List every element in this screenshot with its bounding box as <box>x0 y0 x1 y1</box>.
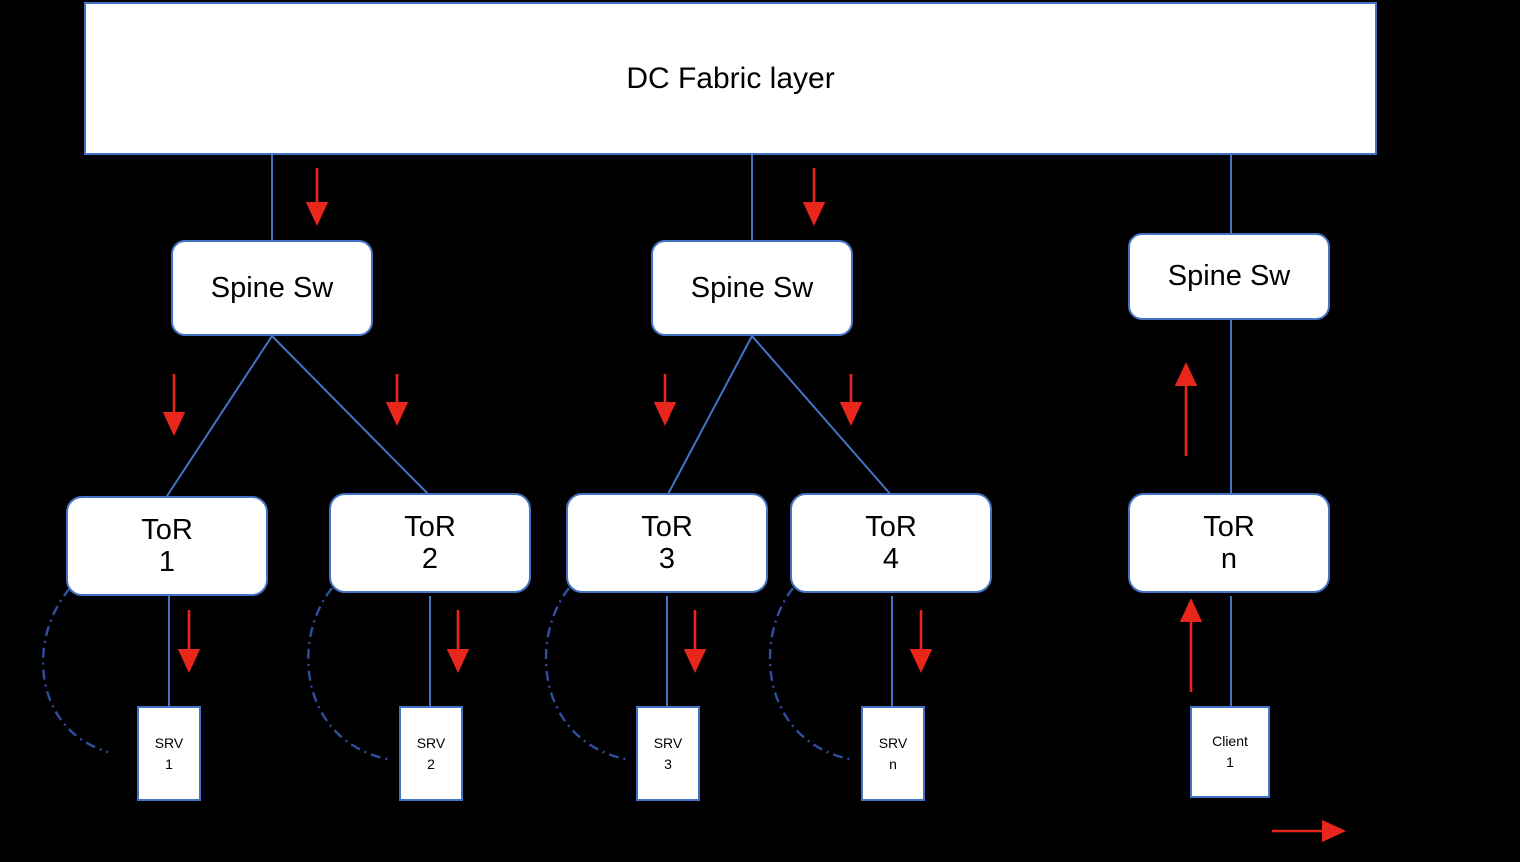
client-1-index: 1 <box>1226 754 1234 770</box>
server-3-label: SRV <box>653 734 683 751</box>
tor-switch-4-box[interactable]: ToR 4 <box>790 493 992 593</box>
spine-switch-n-label: Spine Sw <box>1167 260 1291 293</box>
spine-switch-1-box[interactable]: Spine Sw <box>171 240 373 336</box>
server-n-index: n <box>889 755 897 772</box>
fabric-to-spine-links <box>271 155 1232 240</box>
server-1-box[interactable]: SRV 1 <box>137 706 201 801</box>
server-3-index: 3 <box>664 755 672 772</box>
tor-switch-4-index: 4 <box>882 543 900 575</box>
tor-switch-2-index: 2 <box>421 543 439 575</box>
client-1-box[interactable]: Client 1 <box>1190 706 1270 798</box>
spine-switch-n-box[interactable]: Spine Sw <box>1128 233 1330 320</box>
server-3-box[interactable]: SRV 3 <box>636 706 700 801</box>
tor-switch-2-label: ToR <box>404 510 456 543</box>
server-n-label: SRV <box>878 734 908 751</box>
tor-switch-n-box[interactable]: ToR n <box>1128 493 1330 593</box>
dashed-loop-tor1-srv1 <box>41 587 109 754</box>
tor-switch-1-box[interactable]: ToR 1 <box>66 496 268 596</box>
tor-switch-n-index: n <box>1220 543 1238 575</box>
tor-switch-1-index: 1 <box>158 546 176 578</box>
server-2-index: 2 <box>427 755 435 772</box>
dc-fabric-layer-box[interactable]: DC Fabric layer <box>84 2 1377 155</box>
tor-switch-n-label: ToR <box>1203 510 1255 543</box>
link-spine2-tor3 <box>666 335 753 497</box>
tor-switch-3-label: ToR <box>641 510 693 543</box>
link-spine1-tor2 <box>271 335 431 497</box>
server-n-box[interactable]: SRV n <box>861 706 925 801</box>
upstream-flow-arrows <box>1174 362 1203 692</box>
dashed-loop-tor3-srv3 <box>544 587 631 762</box>
tor-switch-2-box[interactable]: ToR 2 <box>329 493 531 593</box>
link-spine1-tor1 <box>166 335 273 497</box>
tor-switch-1-label: ToR <box>141 513 193 546</box>
tor-switch-3-box[interactable]: ToR 3 <box>566 493 768 593</box>
spine-switch-2-label: Spine Sw <box>690 271 814 304</box>
client-1-label: Client <box>1212 733 1248 749</box>
downstream-flow-arrows <box>162 168 933 673</box>
server-1-label: SRV <box>154 734 184 751</box>
server-1-index: 1 <box>165 755 173 772</box>
dashed-loop-tor2-srv2 <box>307 587 393 762</box>
spine-switch-2-box[interactable]: Spine Sw <box>651 240 853 336</box>
spine-to-tor-links <box>166 320 1232 497</box>
dc-fabric-layer-label: DC Fabric layer <box>626 61 835 95</box>
server-2-label: SRV <box>416 734 446 751</box>
spine-switch-1-label: Spine Sw <box>210 271 334 304</box>
server-2-box[interactable]: SRV 2 <box>399 706 463 801</box>
tor-switch-4-label: ToR <box>865 510 917 543</box>
link-spine2-tor4 <box>751 335 893 497</box>
tor-switch-3-index: 3 <box>658 543 676 575</box>
dashed-loop-tor4-srvn <box>768 587 855 762</box>
tor-to-endpoint-links <box>168 596 1232 706</box>
tor-endpoint-dashed-loops <box>41 587 855 762</box>
